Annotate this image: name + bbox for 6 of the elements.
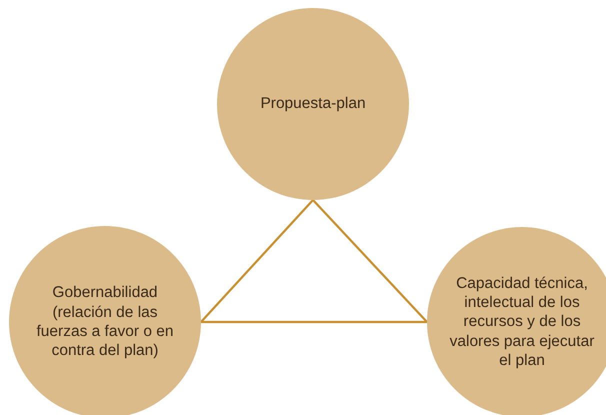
connector-line xyxy=(200,199,314,323)
node-label: Gobernabilidad (relación de las fuerzas a favor o en contra del plan) xyxy=(36,283,174,361)
connector-line xyxy=(312,199,428,323)
connector-line xyxy=(201,320,427,324)
node-label: Capacidad técnica, intelectual de los recursos y de los valores para ejecutar el plan xyxy=(448,274,596,370)
node-label: Propuesta-plan xyxy=(259,94,367,114)
